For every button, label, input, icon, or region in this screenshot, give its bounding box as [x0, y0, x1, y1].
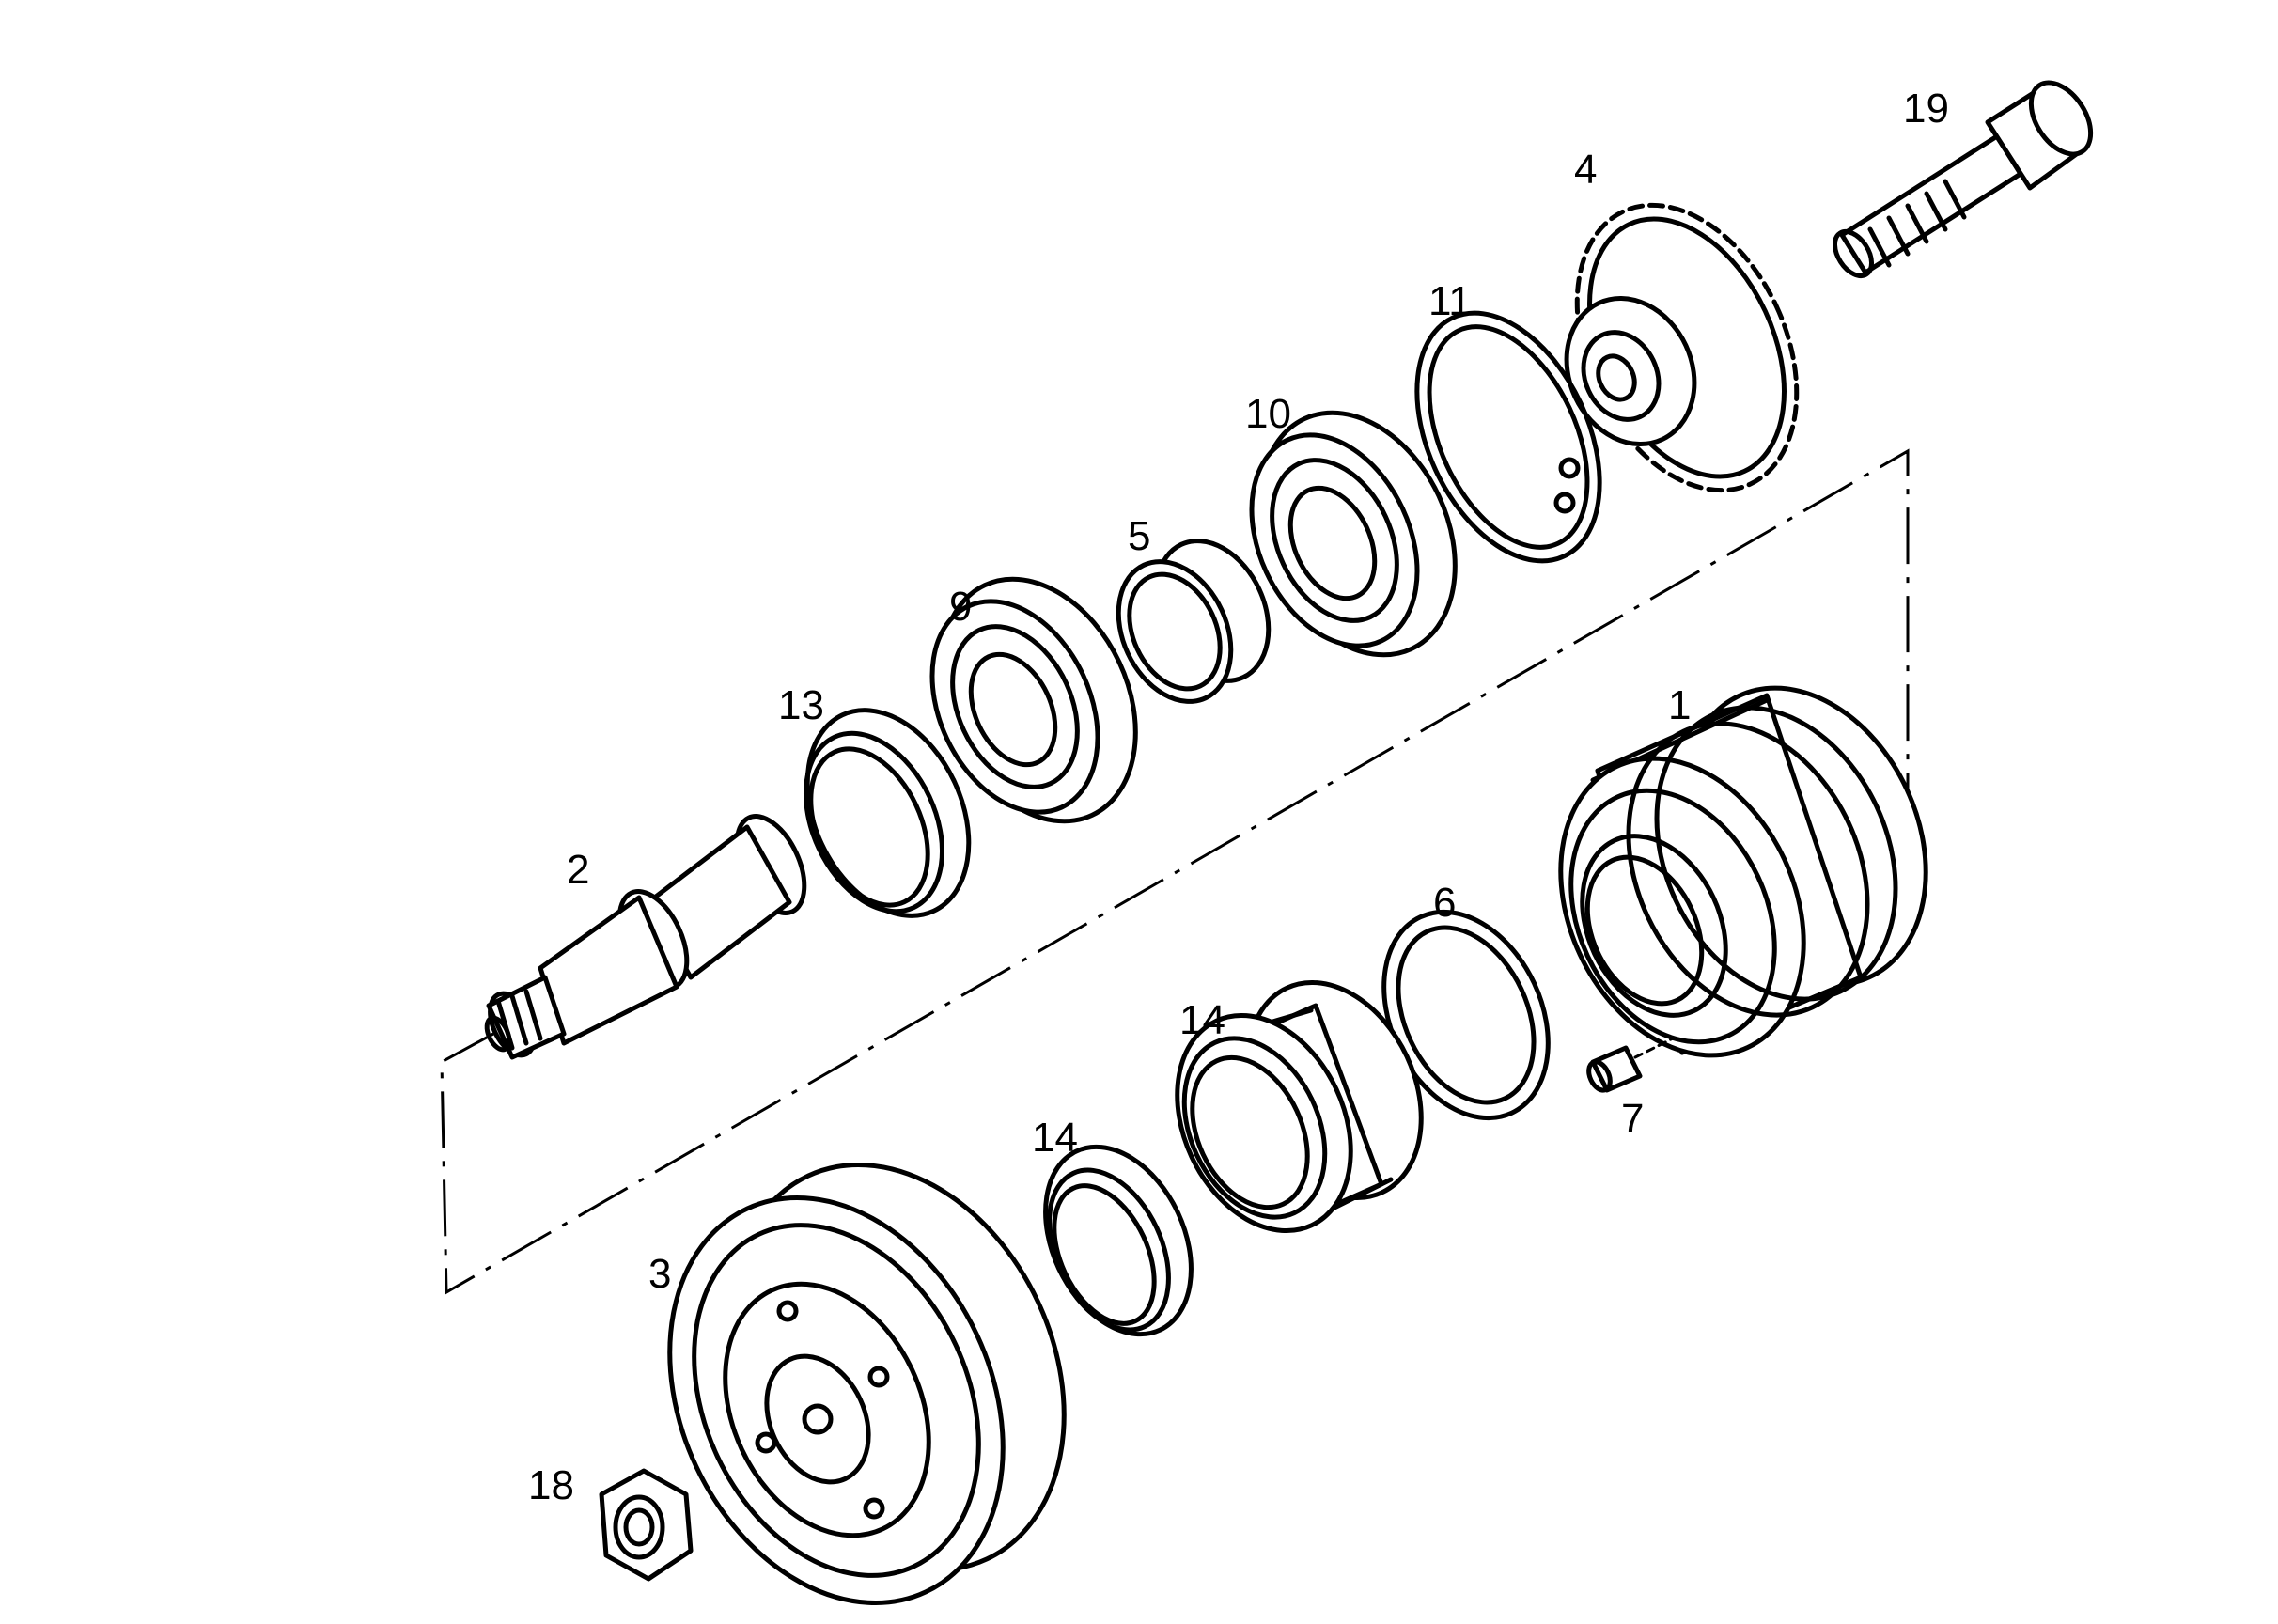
part-18-nut	[599, 1468, 694, 1582]
part-9-ball-bearing	[929, 576, 1138, 824]
callout-labels: 1 2 3 4 5 6 7 9 10 11 13 14 14 18 19	[528, 86, 1949, 1508]
callout-6: 6	[1433, 880, 1456, 926]
callout-19: 19	[1903, 86, 1949, 132]
callout-7: 7	[1621, 1096, 1644, 1142]
callout-18: 18	[528, 1462, 574, 1508]
part-19-bolt	[1832, 80, 2094, 278]
callout-11: 11	[1428, 278, 1472, 324]
part-13-ring	[803, 708, 972, 918]
callout-14-lower: 14	[1032, 1115, 1078, 1161]
callout-13: 13	[778, 682, 824, 728]
part-10-roller-bearing	[1249, 410, 1458, 658]
part-2-stub-shaft	[484, 814, 807, 1060]
callout-9: 9	[949, 584, 972, 630]
part-4-gear	[1564, 202, 1800, 493]
part-1-housing	[1558, 685, 1928, 1058]
part-11-circlip	[1414, 310, 1602, 564]
part-5-spacer-sleeve	[1116, 539, 1272, 704]
part-14-lower-ring	[1043, 1144, 1194, 1337]
part-3-pulley	[667, 1162, 1067, 1606]
callout-1: 1	[1668, 682, 1691, 728]
callout-2: 2	[567, 847, 589, 893]
part-7-grub-screw	[1586, 1037, 1675, 1093]
callout-10: 10	[1245, 391, 1291, 437]
callout-3: 3	[648, 1251, 671, 1297]
callout-4: 4	[1574, 147, 1597, 193]
part-14-upper-sleeve	[1175, 979, 1424, 1234]
callout-5: 5	[1128, 513, 1150, 559]
callout-14-upper: 14	[1179, 997, 1225, 1043]
